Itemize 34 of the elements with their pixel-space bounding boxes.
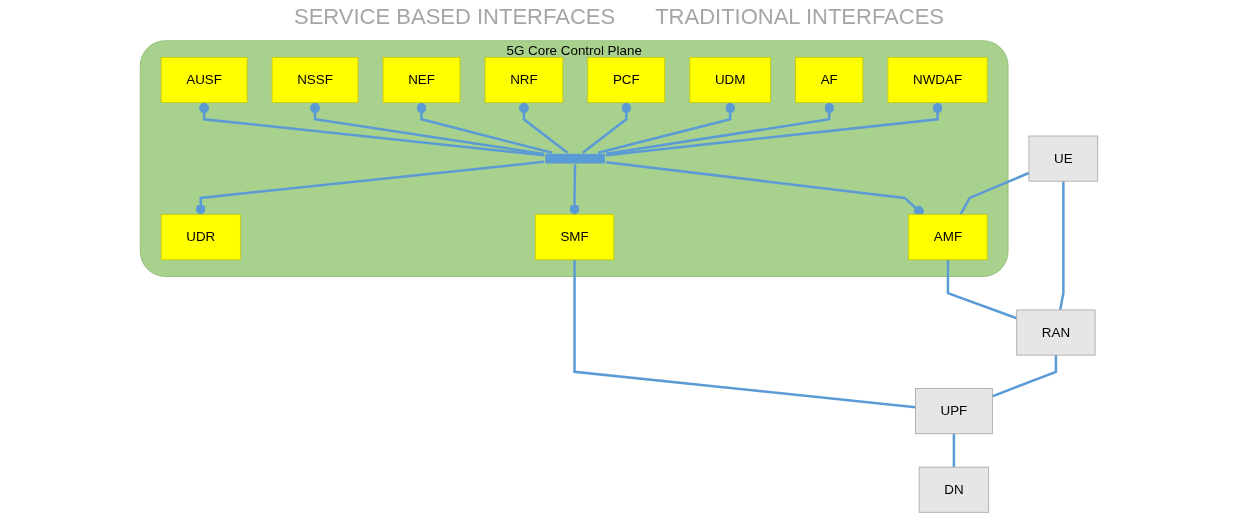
node-box: AUSF — [160, 57, 248, 103]
connector — [605, 102, 943, 157]
connector — [952, 433, 956, 468]
node-box: NSSF — [271, 57, 359, 103]
node-box: AMF — [908, 214, 988, 261]
connector — [605, 161, 924, 216]
node-box: UPF — [915, 388, 993, 435]
node-box: UDM — [689, 57, 771, 103]
interface-label: SERVICE BASED INTERFACES — [294, 4, 616, 30]
node-box: UE — [1028, 135, 1099, 182]
node-box: NRF — [484, 57, 564, 103]
connector — [569, 164, 580, 215]
connector — [573, 259, 916, 409]
node-box: SMF — [534, 214, 615, 261]
connector — [597, 102, 736, 154]
connector — [991, 355, 1058, 398]
connector — [959, 171, 1030, 216]
node-box: NWDAF — [887, 57, 988, 103]
connector — [605, 102, 835, 156]
connector — [581, 102, 632, 154]
node-box: PCF — [587, 57, 666, 103]
connector — [946, 259, 1018, 320]
connector — [310, 102, 545, 156]
connector — [416, 102, 553, 154]
node-box: NEF — [382, 57, 461, 103]
node-box: UDR — [160, 214, 241, 261]
connector — [195, 160, 545, 215]
node-box: RAN — [1016, 309, 1096, 356]
node-box: AF — [795, 57, 864, 103]
interface-label: TRADITIONAL INTERFACES — [655, 4, 944, 30]
connector — [199, 102, 545, 157]
connector — [1058, 181, 1065, 311]
node-box: DN — [918, 466, 990, 513]
connector — [518, 102, 569, 154]
